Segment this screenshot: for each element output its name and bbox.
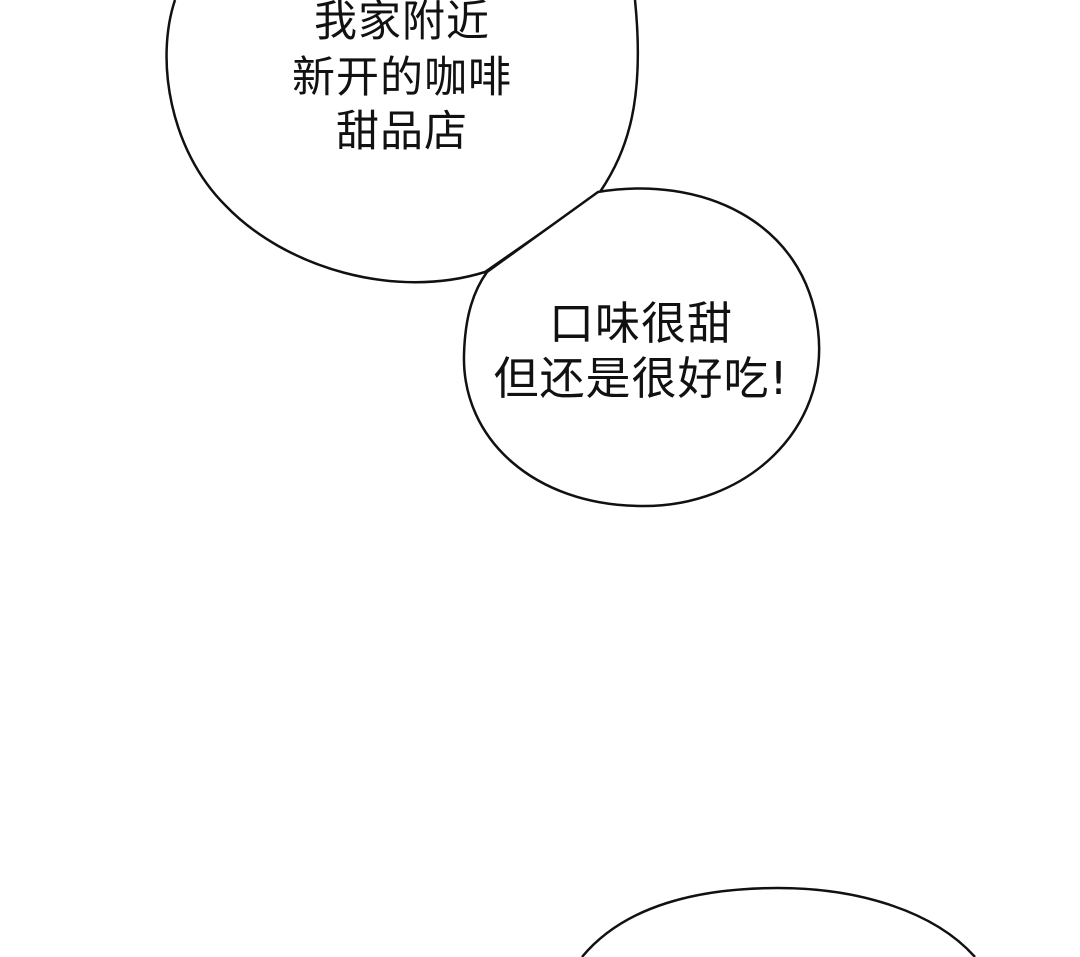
speech-bubble-2-outline	[462, 187, 821, 508]
speech-bubble-3-outline	[581, 886, 976, 957]
speech-bubble-3	[581, 886, 976, 957]
speech-bubble-2: 口味很甜 但还是很好吃!	[462, 187, 821, 508]
bubble-1-line-2: 新开的咖啡	[292, 53, 512, 103]
bubble-1-line-1: 我家附近	[314, 0, 490, 47]
speech-bubble-1: 我家附近 新开的咖啡 甜品店	[165, 0, 640, 284]
speech-bubble-1-outline	[165, 0, 640, 284]
bubble-2-line-1: 口味很甜	[549, 297, 733, 350]
bubble-2-line-2: 但还是很好吃!	[493, 352, 788, 405]
bubble-1-line-3: 甜品店	[336, 107, 468, 157]
